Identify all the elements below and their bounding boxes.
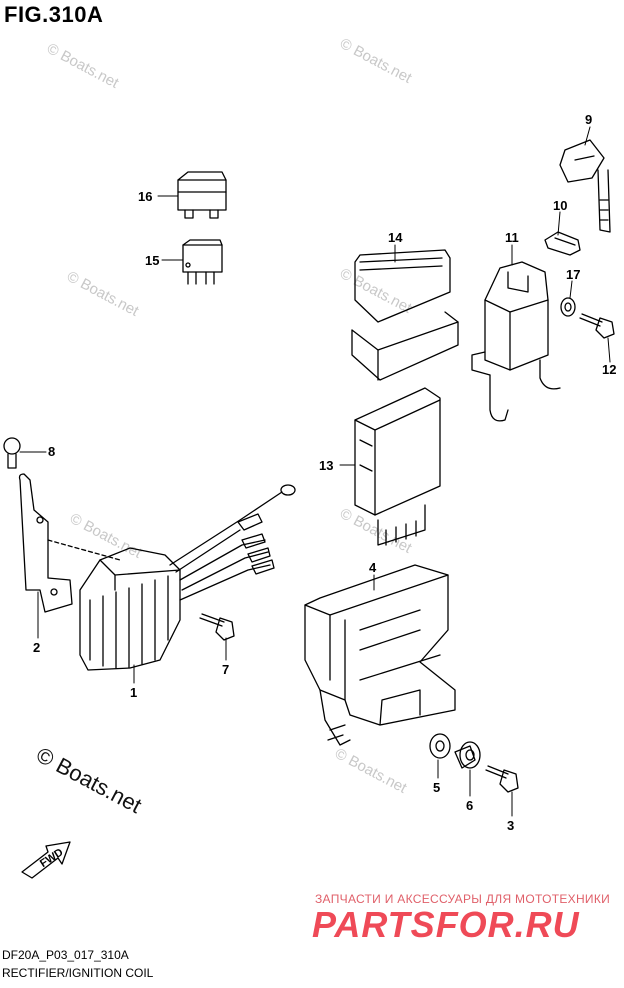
callout-8: 8 bbox=[48, 444, 56, 459]
promo-tagline: ЗАПЧАСТИ И АКСЕССУАРЫ ДЛЯ МОТОТЕХНИКИ bbox=[315, 892, 611, 906]
grommet bbox=[429, 733, 451, 759]
bolt-8 bbox=[3, 437, 21, 469]
collar bbox=[454, 741, 481, 769]
fwd-label: FWD bbox=[38, 846, 66, 870]
relay-small bbox=[182, 239, 223, 285]
rectifier bbox=[47, 484, 296, 671]
ignition-coil bbox=[471, 261, 561, 422]
leader-12 bbox=[607, 337, 611, 363]
cover bbox=[351, 249, 459, 381]
promo-logo: PARTSFOR.RU bbox=[312, 904, 580, 945]
bolt-3 bbox=[485, 765, 519, 793]
cdi-bracket bbox=[304, 564, 456, 746]
relay-large bbox=[177, 171, 227, 219]
leader-9 bbox=[584, 126, 591, 146]
callout-2: 2 bbox=[33, 640, 41, 655]
callout-4: 4 bbox=[369, 560, 377, 575]
plug-cap bbox=[559, 139, 611, 233]
bolt-7 bbox=[199, 613, 235, 641]
figure-code: DF20A_P03_017_310A bbox=[2, 948, 129, 962]
figure-title: FIG.310A bbox=[4, 2, 104, 27]
callout-9: 9 bbox=[585, 112, 593, 127]
callout-7: 7 bbox=[222, 662, 230, 677]
callout-3: 3 bbox=[507, 818, 515, 833]
leader-10 bbox=[557, 211, 561, 236]
clamp bbox=[544, 231, 581, 256]
callout-12: 12 bbox=[602, 362, 617, 377]
callout-13: 13 bbox=[319, 458, 334, 473]
fwd-arrow-icon bbox=[21, 841, 71, 879]
callout-11: 11 bbox=[505, 230, 519, 245]
callout-1: 1 bbox=[130, 685, 138, 700]
callout-10: 10 bbox=[553, 198, 568, 213]
bolt-12 bbox=[579, 313, 615, 339]
cdi-unit bbox=[354, 387, 441, 546]
figure-caption: RECTIFIER/IGNITION COIL bbox=[2, 966, 154, 980]
callout-16: 16 bbox=[138, 189, 153, 204]
bracket bbox=[18, 473, 73, 613]
leader-17 bbox=[569, 280, 573, 299]
callout-17: 17 bbox=[566, 267, 581, 282]
washer bbox=[560, 297, 576, 317]
callout-6: 6 bbox=[466, 798, 474, 813]
callout-15: 15 bbox=[145, 253, 160, 268]
callout-5: 5 bbox=[433, 780, 441, 795]
callout-14: 14 bbox=[388, 230, 403, 245]
